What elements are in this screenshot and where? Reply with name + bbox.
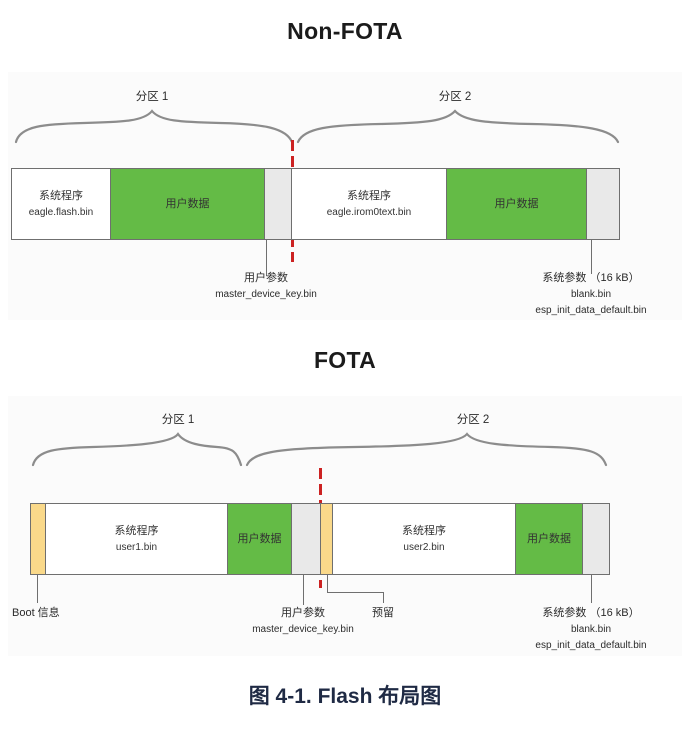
fota-segment-reserved	[321, 504, 333, 574]
callout-line3: esp_init_data_default.bin	[535, 304, 647, 316]
segment-line1: 用户数据	[527, 532, 571, 545]
fota-callout-reserved: 预留	[353, 605, 413, 622]
callout-line2: blank.bin	[570, 289, 612, 301]
non-fota-segment-system-param	[587, 169, 619, 239]
non-fota-partition-1-label: 分区 1	[135, 91, 169, 103]
fota-leader-user-param	[303, 575, 304, 605]
fota-segment-user-param	[292, 504, 321, 574]
fota-partition-1-label: 分区 1	[161, 414, 195, 426]
segment-line1: 用户数据	[165, 197, 210, 210]
fota-flash-bar: 系统程序 user1.bin 用户数据 系统程序 user2.bin 用户数据	[30, 503, 610, 575]
callout-line3: esp_init_data_default.bin	[535, 639, 647, 651]
fota-leader-reserved-drop	[383, 592, 384, 603]
segment-line1: 用户数据	[237, 532, 282, 545]
non-fota-segment-system-program-2: 系统程序 eagle.irom0text.bin	[292, 169, 447, 239]
non-fota-brace-2	[296, 109, 620, 144]
non-fota-segment-user-data-2: 用户数据	[447, 169, 587, 239]
callout-line1: 用户参数	[281, 607, 325, 619]
fota-leader-reserved-stem	[327, 575, 328, 592]
figure-caption: 图 4-1. Flash 布局图	[248, 685, 442, 708]
callout-line2: blank.bin	[570, 624, 612, 636]
non-fota-flash-bar: 系统程序 eagle.flash.bin 用户数据 系统程序 eagle.iro…	[11, 168, 620, 240]
fota-segment-user-data-1: 用户数据	[228, 504, 292, 574]
segment-line1: 系统程序	[39, 190, 83, 203]
section-title-non-fota: Non-FOTA	[287, 18, 403, 44]
fota-brace-2	[245, 432, 608, 467]
fota-partition-2-label: 分区 2	[456, 414, 490, 426]
fota-callout-boot-info: Boot 信息	[12, 605, 122, 622]
callout-line1: 系统参数 （16 kB）	[542, 272, 640, 284]
callout-line1: 预留	[372, 607, 394, 619]
fota-segment-system-param	[583, 504, 609, 574]
non-fota-brace-1	[14, 109, 294, 144]
callout-line1: 系统参数 （16 kB）	[542, 607, 640, 619]
non-fota-callout-system-param: 系统参数 （16 kB） blank.bin esp_init_data_def…	[501, 270, 681, 318]
fota-callout-user-param: 用户参数 master_device_key.bin	[223, 605, 383, 638]
fota-segment-system-program-user1: 系统程序 user1.bin	[46, 504, 228, 574]
non-fota-leader-system-param	[591, 240, 592, 274]
fota-segment-user-data-2: 用户数据	[516, 504, 583, 574]
callout-line1: 用户参数	[244, 272, 288, 284]
segment-line2: eagle.irom0text.bin	[326, 206, 412, 218]
callout-line2: master_device_key.bin	[215, 289, 317, 301]
fota-callout-system-param: 系统参数 （16 kB） blank.bin esp_init_data_def…	[501, 605, 681, 653]
non-fota-segment-system-program-1: 系统程序 eagle.flash.bin	[12, 169, 111, 239]
non-fota-partition-2-label: 分区 2	[438, 91, 472, 103]
fota-segment-system-program-user2: 系统程序 user2.bin	[333, 504, 516, 574]
non-fota-leader-user-param	[266, 240, 267, 276]
fota-leader-boot-info	[37, 575, 38, 603]
fota-segment-boot-info	[31, 504, 46, 574]
callout-line2: master_device_key.bin	[252, 624, 354, 636]
non-fota-segment-user-param	[265, 169, 292, 239]
segment-line2: user2.bin	[403, 541, 445, 553]
non-fota-callout-user-param: 用户参数 master_device_key.bin	[186, 270, 346, 303]
segment-line1: 用户数据	[494, 197, 539, 210]
segment-line1: 系统程序	[402, 525, 446, 538]
segment-line1: 系统程序	[114, 525, 159, 538]
segment-line2: user1.bin	[115, 541, 158, 553]
section-title-fota: FOTA	[313, 347, 377, 373]
fota-leader-system-param	[591, 575, 592, 603]
segment-line1: 系统程序	[347, 190, 391, 203]
callout-line1: Boot 信息	[12, 607, 60, 619]
non-fota-segment-user-data-1: 用户数据	[111, 169, 265, 239]
fota-brace-1	[31, 432, 243, 467]
segment-line2: eagle.flash.bin	[28, 206, 94, 218]
fota-leader-reserved-elbow	[327, 592, 383, 593]
